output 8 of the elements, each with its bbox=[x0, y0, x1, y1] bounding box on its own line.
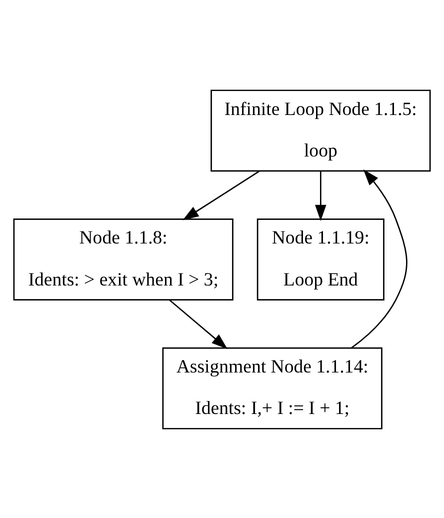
arrow bbox=[315, 170, 326, 220]
arrow bbox=[169, 299, 228, 349]
node-box: Infinite Loop Node 1.1.5: loop bbox=[210, 89, 431, 172]
node-box: Assignment Node 1.1.14: Idents: I,+ I := I + 1; bbox=[162, 346, 382, 429]
node-box: Node 1.1.8: Idents: > exit when I > 3; bbox=[13, 218, 234, 300]
arrow bbox=[182, 170, 260, 220]
arrow bbox=[351, 168, 408, 348]
node-box: Node 1.1.19: Loop End bbox=[256, 218, 384, 300]
